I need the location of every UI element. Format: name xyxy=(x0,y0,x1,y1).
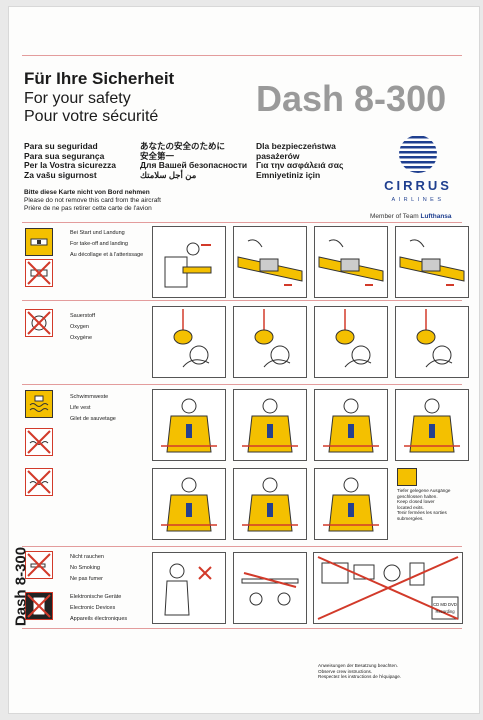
no-seatbelt-prohibition-icon xyxy=(25,259,53,287)
exit-note: Tiefer gelegene Ausgänge geschlossen hal… xyxy=(397,468,459,552)
nosmoking-text: Nicht rauchen No Smoking Ne pas fumer xyxy=(70,552,104,585)
lang-line: Dla bezpieczeństwa xyxy=(256,141,336,151)
oxygen-en: Oxygen xyxy=(70,324,89,330)
divider xyxy=(22,300,462,301)
nosmoking-en: No Smoking xyxy=(70,565,100,571)
crew-line: Anweisungen der Besatzung beachten. xyxy=(318,663,398,668)
title-english: For your safety xyxy=(24,90,131,107)
prohibited-devices-panel: CD MD DVD Recording xyxy=(313,552,463,624)
oxygen-mask-icon xyxy=(25,309,53,337)
illustration-panel-seat xyxy=(152,226,226,298)
lang-line: pasażerów xyxy=(256,150,300,161)
illustration-panel-belt xyxy=(233,226,307,298)
electronics-text: Elektronische Geräte Electronic Devices … xyxy=(70,592,127,625)
airline-name: CIRRUS xyxy=(384,178,452,193)
notice-fr: Prière de ne pas retirer cette carte de … xyxy=(24,205,152,212)
lifevest-fr: Gilet de sauvetage xyxy=(70,416,116,422)
illustration-panel-release xyxy=(395,226,469,298)
cirrus-logo: CIRRUS AIRLINES xyxy=(372,134,464,215)
illustration-panel-person xyxy=(152,552,226,624)
divider xyxy=(22,222,462,223)
electronics-en: Electronic Devices xyxy=(70,605,116,611)
illustration-panel-mask xyxy=(233,306,307,378)
divider xyxy=(22,384,462,385)
divider xyxy=(22,628,462,629)
do-not-remove-notice: Bitte diese Karte nicht von Bord nehmen … xyxy=(24,189,161,213)
illustration-panel-vest xyxy=(233,468,307,540)
illustration-panel-vest xyxy=(152,468,226,540)
language-column-3: Dla bezpieczeństwa pasażerów Για την ασφ… xyxy=(256,141,344,180)
title-german: Für Ihre Sicherheit xyxy=(24,69,175,88)
no-inflate-cabin-icon xyxy=(25,468,53,496)
lang-line: Per la Vostra sicurezza xyxy=(24,160,116,170)
language-column-2: あなたの安全のために 安全第一 Для Вашей безопасности م… xyxy=(140,141,248,180)
seatbelt-sign-icon xyxy=(25,228,53,256)
no-vest-inflate-icon xyxy=(25,428,53,456)
lang-line: あなたの安全のために xyxy=(140,141,226,151)
electronics-de: Elektronische Geräte xyxy=(70,594,122,600)
illustration-panel-vest xyxy=(233,389,307,461)
exit-line: geschlossen halten. xyxy=(397,493,438,499)
notice-en: Please do not remove this card from the … xyxy=(24,197,161,204)
member-line: Member of Team Lufthansa xyxy=(370,213,452,220)
device-label-recording: Recording xyxy=(435,609,455,614)
no-smoking-icon xyxy=(25,551,53,579)
exit-line: Keep closed lower xyxy=(397,499,435,505)
side-aircraft-label: Dash 8-300 xyxy=(12,546,30,627)
lang-line: Για την ασφάλειά σας xyxy=(256,160,344,170)
illustration-panel-mask xyxy=(314,306,388,378)
title-french: Pour votre sécurité xyxy=(24,108,159,125)
exit-line: located exits. xyxy=(397,504,424,510)
lang-line: Para sua segurança xyxy=(24,150,105,161)
illustration-panel-mask xyxy=(152,306,226,378)
oxygen-text: Sauerstoff Oxygen Oxygène xyxy=(70,311,95,344)
illustration-panel-mask xyxy=(395,306,469,378)
seatbelt-de: Bei Start und Landung xyxy=(70,230,125,236)
nosmoking-de: Nicht rauchen xyxy=(70,554,104,560)
illustration-panel-vest xyxy=(314,389,388,461)
illustration-panel-vest xyxy=(152,389,226,461)
exit-line: Tiefer gelegene Ausgänge xyxy=(397,488,451,493)
illustration-panel-vest xyxy=(395,389,469,461)
lang-line: Za vašu sigurnost xyxy=(24,169,97,180)
crew-line: Observe crew instructions. xyxy=(318,668,373,674)
exit-line: submergées. xyxy=(397,515,424,521)
airline-sub: AIRLINES xyxy=(391,197,444,203)
nosmoking-fr: Ne pas fumer xyxy=(70,576,104,582)
aircraft-model: Dash 8-300 xyxy=(256,78,447,119)
lang-line: Для Вашей безопасности xyxy=(140,160,248,170)
illustration-panel-vest xyxy=(314,468,388,540)
lang-line: Para su seguridad xyxy=(24,141,98,151)
divider xyxy=(22,546,462,547)
language-column-1: Para su seguridad Para sua segurança Per… xyxy=(24,141,116,180)
exit-line: Tenir fermées les sorties xyxy=(397,510,447,516)
oxygen-de: Sauerstoff xyxy=(70,313,95,319)
crew-instructions: Anweisungen der Besatzung beachten. Obse… xyxy=(318,663,401,680)
seatbelt-text: Bei Start und Landung For take-off and l… xyxy=(70,228,143,261)
member-prefix: Member of Team xyxy=(370,213,419,220)
seatbelt-fr: Au décollage et à l'atterissage xyxy=(70,252,144,258)
cirrus-globe-icon: CIRRUS AIRLINES xyxy=(384,135,452,203)
no-electronics-icon xyxy=(25,592,53,620)
illustration-panel-buckle xyxy=(314,226,388,298)
electronics-fr: Appareils électroniques xyxy=(70,616,128,622)
lifevest-en: Life vest xyxy=(70,405,91,411)
lifevest-de: Schwimmweste xyxy=(70,394,109,400)
oxygen-fr: Oxygène xyxy=(70,335,93,341)
lang-line: من أجل سلامتك xyxy=(140,169,197,180)
device-label-cd: CD MD DVD xyxy=(433,602,457,607)
crew-line: Respectez les instructions de l'équipage… xyxy=(318,674,402,680)
seatbelt-en: For take-off and landing xyxy=(70,241,128,247)
member-brand: Lufthansa xyxy=(420,213,452,220)
lang-line: Emniyetiniz için xyxy=(256,169,321,180)
lifevest-text: Schwimmweste Life vest Gilet de sauvetag… xyxy=(70,392,116,425)
illustration-panel-toilet xyxy=(233,552,307,624)
notice-de: Bitte diese Karte nicht von Bord nehmen xyxy=(24,189,150,196)
top-divider xyxy=(22,55,462,56)
exit-water-icon xyxy=(397,468,417,486)
lang-line: 安全第一 xyxy=(140,150,175,161)
life-vest-icon xyxy=(25,390,53,418)
